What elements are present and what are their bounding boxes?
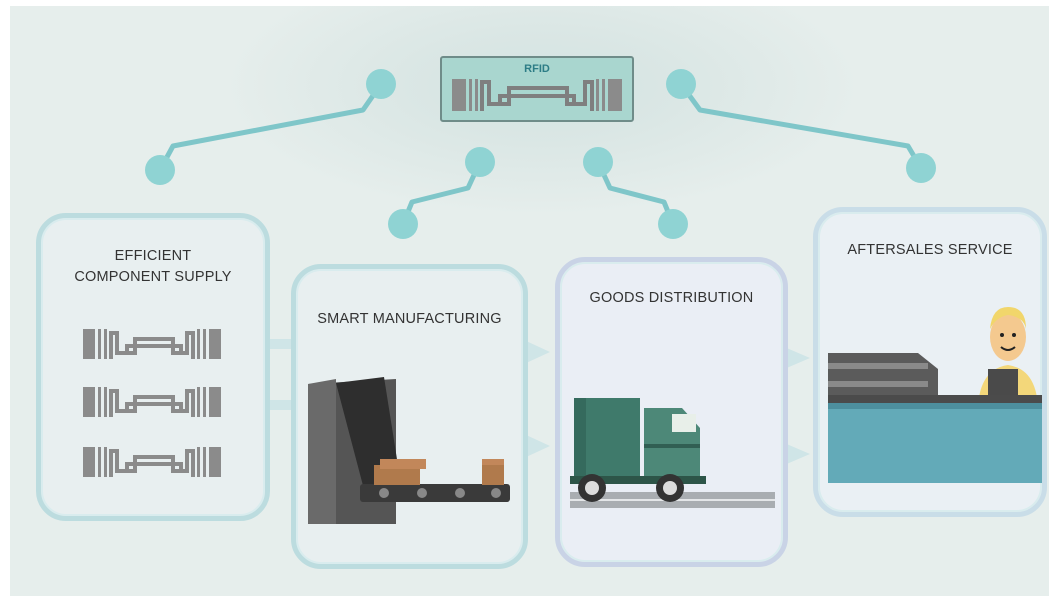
card-title: GOODS DISTRIBUTION [589, 290, 754, 306]
flow-arrow [782, 346, 810, 370]
node-circle [366, 69, 396, 99]
node-circle [388, 209, 418, 239]
rfid-label: RFID [524, 63, 550, 75]
rfid-tags-icon [83, 329, 223, 479]
card-efficient-component-supply: EFFICIENT COMPONENT SUPPLY [36, 213, 270, 521]
card-aftersales-service: AFTERSALES SERVICE [813, 207, 1047, 517]
node-circle [666, 69, 696, 99]
rfid-antenna-icon [452, 79, 622, 111]
card-goods-distribution: GOODS DISTRIBUTION [555, 257, 788, 567]
service-desk-icon [828, 307, 1042, 483]
card-title-line: EFFICIENT [114, 248, 192, 264]
link-component-supply [157, 81, 384, 173]
card-title: EFFICIENT COMPONENT SUPPLY [41, 246, 265, 288]
node-circle [658, 209, 688, 239]
flow-arrow [524, 434, 550, 458]
card-title: SMART MANUFACTURING [317, 311, 502, 327]
rfid-diagram: RFID EFFICIENT COMPONENT SUPPLY [10, 6, 1049, 596]
node-circle [465, 147, 495, 177]
conveyor-machine-icon [308, 377, 510, 524]
truck-icon [570, 398, 775, 508]
flow-arrow [782, 442, 810, 466]
card-smart-manufacturing: SMART MANUFACTURING [291, 264, 528, 569]
node-circle [145, 155, 175, 185]
link-aftersales [678, 81, 924, 171]
node-circle [583, 147, 613, 177]
connection-lines [145, 69, 936, 466]
card-title: AFTERSALES SERVICE [847, 242, 1013, 258]
rfid-tag: RFID [440, 56, 634, 122]
node-circle [906, 153, 936, 183]
flow-arrow [524, 340, 550, 364]
card-title-line: COMPONENT SUPPLY [74, 269, 232, 285]
